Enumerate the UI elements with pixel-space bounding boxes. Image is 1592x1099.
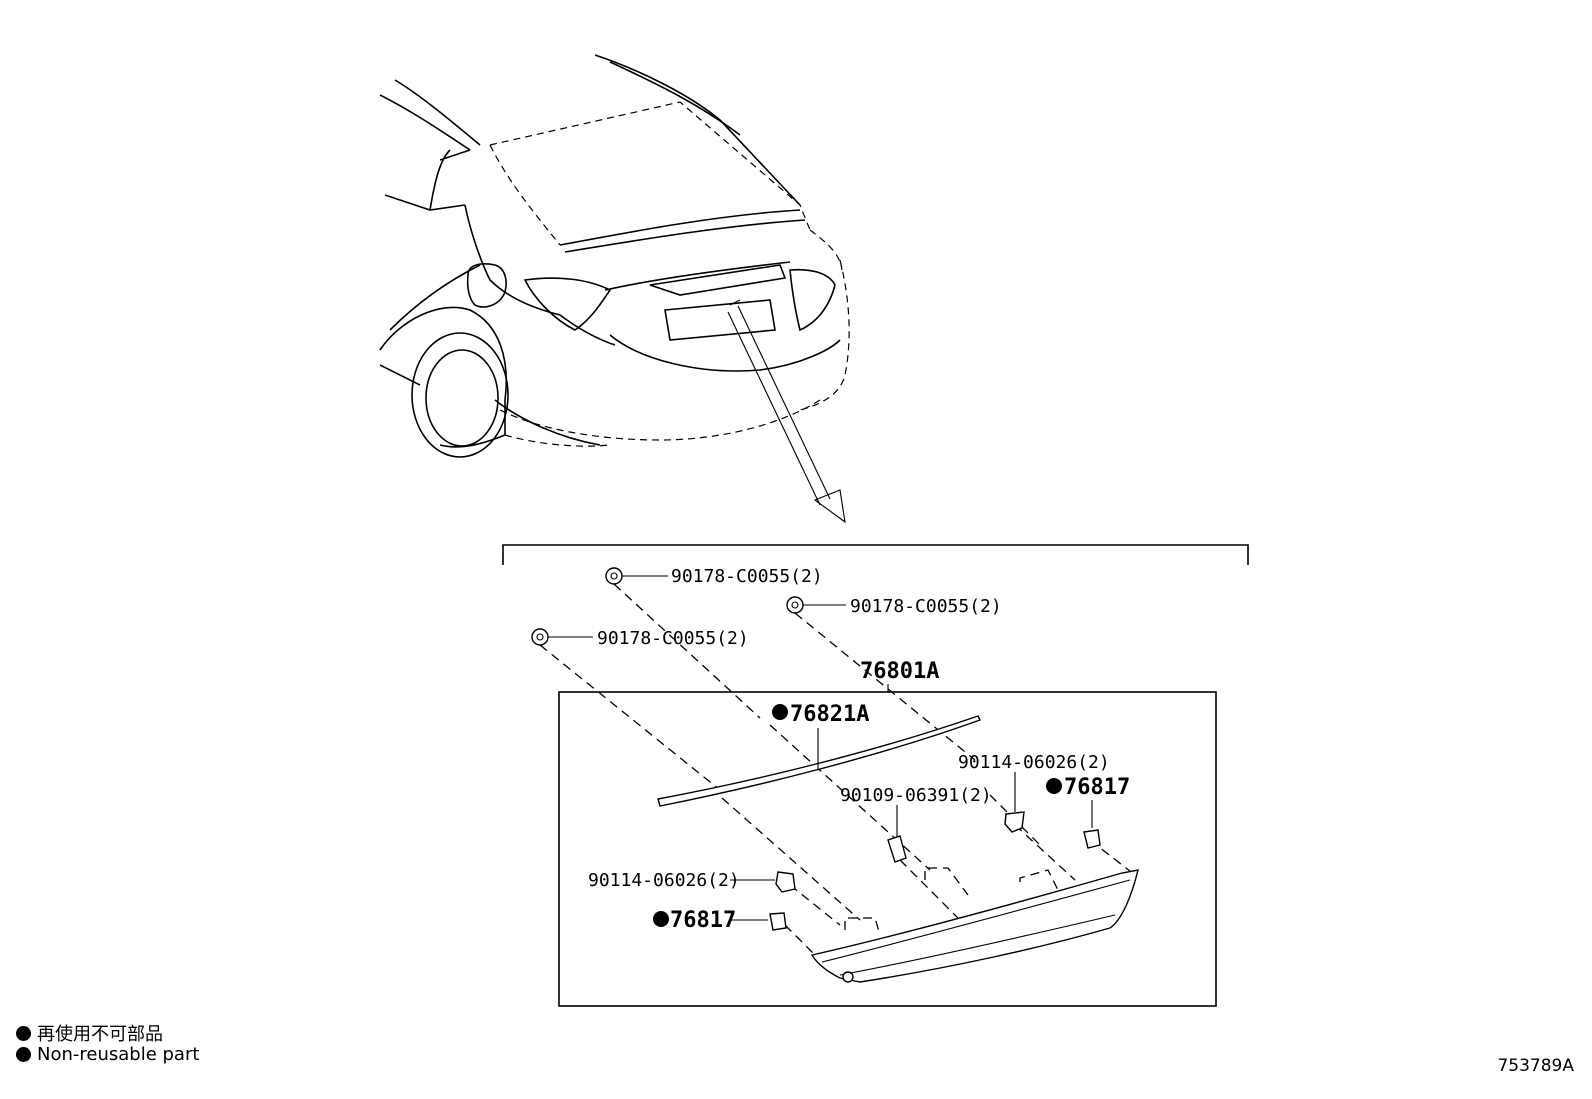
callout-clip-top: 90178-C0055(2) xyxy=(671,566,823,587)
legend-jp-label: 再使用不可部品 xyxy=(37,1024,163,1045)
legend-jp-row: 再使用不可部品 xyxy=(16,1020,163,1046)
clip-top-part xyxy=(605,567,668,585)
detail-arrow xyxy=(727,299,846,524)
non-reusable-marker-strip xyxy=(772,704,788,720)
screw-left-part xyxy=(730,871,796,893)
clip-right-part xyxy=(786,596,846,614)
callout-screw-right: 90114-06026(2) xyxy=(958,752,1110,773)
vehicle-rear-view xyxy=(379,54,850,458)
legend-en-row: Non-reusable part xyxy=(16,1044,199,1065)
non-reusable-dot-icon xyxy=(16,1047,31,1062)
callout-bolt: 90109-06391(2) xyxy=(840,785,992,806)
group-bracket xyxy=(502,544,1249,565)
cushion-right-part xyxy=(1083,800,1101,849)
callout-strip: 76821A xyxy=(790,702,869,727)
legend-en-label: Non-reusable part xyxy=(37,1044,200,1065)
non-reusable-marker-cushion-left xyxy=(653,911,669,927)
bolt-part xyxy=(887,805,907,863)
callout-screw-left: 90114-06026(2) xyxy=(588,870,740,891)
clip-left-part xyxy=(531,628,593,646)
non-reusable-marker-cushion-right xyxy=(1046,778,1062,794)
callout-clip-left: 90178-C0055(2) xyxy=(597,628,749,649)
callout-clip-right: 90178-C0055(2) xyxy=(850,596,1002,617)
callout-cushion-right: 76817 xyxy=(1064,775,1130,800)
screw-right-part xyxy=(1004,772,1025,833)
callout-cushion-left: 76817 xyxy=(670,908,736,933)
strip-part xyxy=(657,715,981,807)
diagram-code: 753789A xyxy=(1497,1056,1574,1076)
spoiler-part xyxy=(810,869,1139,983)
cushion-left-part xyxy=(730,912,787,931)
non-reusable-dot-icon xyxy=(16,1025,31,1041)
callout-assembly: 76801A xyxy=(860,659,939,684)
